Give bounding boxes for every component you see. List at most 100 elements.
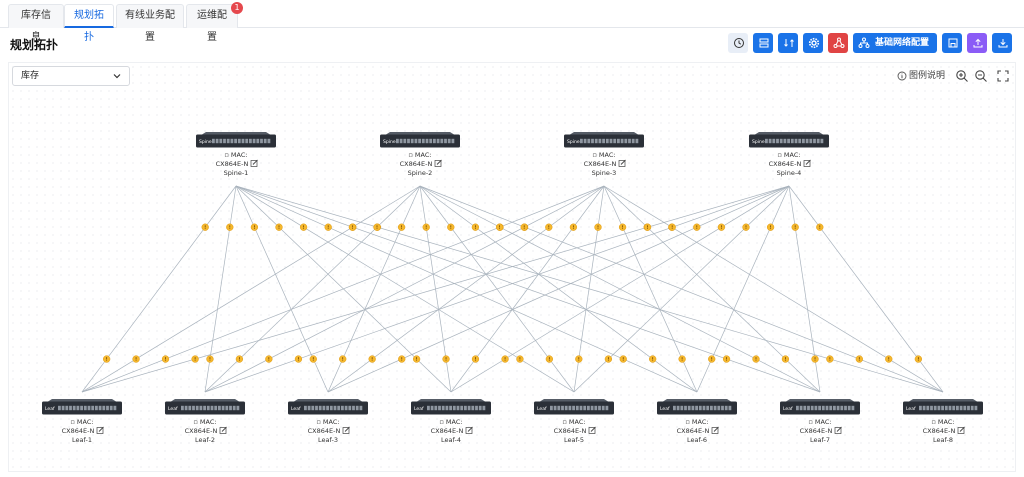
port-marker[interactable] bbox=[885, 355, 893, 363]
tab-ops-config[interactable]: 运维配置 bbox=[186, 4, 238, 43]
link-line[interactable] bbox=[235, 185, 944, 393]
port-marker[interactable] bbox=[826, 355, 834, 363]
port-marker[interactable] bbox=[422, 223, 430, 231]
edit-icon[interactable] bbox=[803, 159, 811, 167]
link-line[interactable] bbox=[327, 185, 790, 393]
link-line[interactable] bbox=[81, 185, 790, 393]
port-marker[interactable] bbox=[368, 355, 376, 363]
edit-icon[interactable] bbox=[96, 426, 104, 434]
port-marker[interactable] bbox=[102, 355, 111, 363]
edit-icon[interactable] bbox=[957, 426, 965, 434]
port-marker[interactable] bbox=[643, 223, 652, 231]
edit-icon[interactable] bbox=[588, 426, 596, 434]
port-marker[interactable] bbox=[811, 355, 819, 363]
port-marker[interactable] bbox=[412, 355, 421, 363]
port-marker[interactable] bbox=[520, 223, 528, 231]
port-marker[interactable] bbox=[855, 355, 863, 363]
edit-icon[interactable] bbox=[834, 426, 842, 434]
upload-button[interactable] bbox=[967, 33, 987, 53]
port-marker[interactable] bbox=[132, 355, 140, 363]
port-marker[interactable] bbox=[373, 223, 381, 231]
port-marker[interactable] bbox=[397, 223, 406, 231]
port-marker[interactable] bbox=[791, 223, 799, 231]
history-button[interactable] bbox=[728, 33, 748, 53]
port-marker[interactable] bbox=[717, 223, 726, 231]
port-marker[interactable] bbox=[501, 355, 509, 363]
port-marker[interactable] bbox=[693, 223, 701, 231]
edit-icon[interactable] bbox=[250, 159, 258, 167]
port-marker[interactable] bbox=[766, 223, 775, 231]
port-marker[interactable] bbox=[594, 223, 602, 231]
port-marker[interactable] bbox=[604, 355, 613, 363]
port-marker[interactable] bbox=[309, 355, 317, 363]
port-marker[interactable] bbox=[722, 355, 731, 363]
filter-select[interactable]: 库存 bbox=[12, 66, 130, 86]
link-line[interactable] bbox=[81, 185, 605, 393]
network-config-button[interactable]: 基础网络配置 bbox=[853, 33, 937, 53]
tab-wired-service[interactable]: 有线业务配置 bbox=[116, 4, 184, 43]
port-marker[interactable] bbox=[545, 223, 553, 231]
port-marker[interactable] bbox=[569, 223, 578, 231]
port-marker[interactable] bbox=[495, 223, 504, 231]
link-line[interactable] bbox=[204, 185, 790, 393]
topology-alert-button[interactable] bbox=[828, 33, 848, 53]
edit-icon[interactable] bbox=[219, 426, 227, 434]
port-marker[interactable] bbox=[299, 223, 308, 231]
port-marker[interactable] bbox=[575, 355, 583, 363]
port-marker[interactable] bbox=[442, 355, 450, 363]
port-marker[interactable] bbox=[191, 355, 199, 363]
edit-icon[interactable] bbox=[434, 159, 442, 167]
port-marker[interactable] bbox=[294, 355, 303, 363]
port-marker[interactable] bbox=[619, 355, 627, 363]
fullscreen-icon[interactable] bbox=[996, 69, 1010, 83]
edit-icon[interactable] bbox=[711, 426, 719, 434]
edit-icon[interactable] bbox=[342, 426, 350, 434]
save-button[interactable] bbox=[942, 33, 962, 53]
legend-button[interactable]: 图例说明 bbox=[897, 69, 945, 83]
port-marker[interactable] bbox=[206, 355, 214, 363]
tab-planning-topology[interactable]: 规划拓扑 bbox=[64, 4, 114, 43]
link-line[interactable] bbox=[235, 185, 821, 393]
port-marker[interactable] bbox=[471, 223, 480, 231]
port-marker[interactable] bbox=[348, 223, 357, 231]
download-button[interactable] bbox=[992, 33, 1012, 53]
port-marker[interactable] bbox=[649, 355, 657, 363]
swap-button[interactable] bbox=[778, 33, 798, 53]
port-marker[interactable] bbox=[339, 355, 347, 363]
port-marker[interactable] bbox=[708, 355, 716, 363]
port-marker[interactable] bbox=[235, 355, 244, 363]
port-marker[interactable] bbox=[678, 355, 686, 363]
tab-inventory[interactable]: 库存信息 bbox=[8, 4, 64, 43]
port-marker[interactable] bbox=[781, 355, 790, 363]
port-marker[interactable] bbox=[250, 223, 259, 231]
zoom-out-icon[interactable] bbox=[974, 69, 988, 83]
port-marker[interactable] bbox=[914, 355, 923, 363]
port-marker[interactable] bbox=[447, 223, 455, 231]
device-list-button[interactable] bbox=[753, 33, 773, 53]
port-marker[interactable] bbox=[471, 355, 480, 363]
zoom-in-icon[interactable] bbox=[955, 69, 969, 83]
port-marker[interactable] bbox=[265, 355, 273, 363]
port-marker[interactable] bbox=[742, 223, 750, 231]
link-line[interactable] bbox=[450, 185, 790, 393]
edit-icon[interactable] bbox=[465, 426, 473, 434]
port-marker[interactable] bbox=[668, 223, 676, 231]
port-marker[interactable] bbox=[201, 223, 209, 231]
port-marker[interactable] bbox=[816, 223, 824, 231]
edit-icon[interactable] bbox=[618, 159, 626, 167]
port-marker[interactable] bbox=[398, 355, 406, 363]
port-marker[interactable] bbox=[324, 223, 332, 231]
port-marker[interactable] bbox=[516, 355, 524, 363]
port-marker[interactable] bbox=[275, 223, 283, 231]
